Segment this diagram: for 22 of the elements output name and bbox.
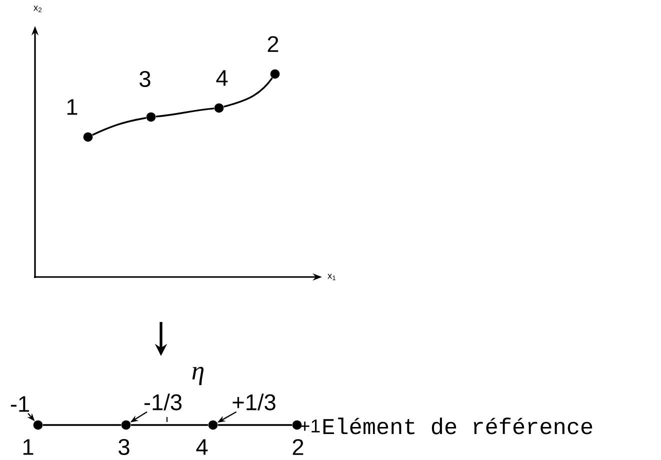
line-segment <box>42 424 122 426</box>
point-label: 1 <box>67 99 78 115</box>
point-label: 4 <box>216 70 228 86</box>
end-value: +1 <box>300 420 320 432</box>
point-label: 2 <box>268 36 278 52</box>
value-label: +1/3 <box>232 394 276 410</box>
axis-label: x$_{1}$ <box>328 274 336 280</box>
point-label: 3 <box>118 438 130 456</box>
point-label: 3 <box>140 70 150 88</box>
curve-segment <box>156 108 214 118</box>
line-segment <box>130 424 208 426</box>
point-label: 2 <box>292 439 304 455</box>
value-label: -1 <box>10 396 29 412</box>
curve-segment <box>224 78 273 108</box>
value-label: -1/3 <box>144 394 182 410</box>
axis-label: η <box>192 366 204 386</box>
curve-segment <box>92 117 146 136</box>
point-label: 1 <box>23 439 34 455</box>
line-segment <box>218 424 292 426</box>
point-label: 4 <box>196 439 208 455</box>
caption: Elément de référence <box>323 418 592 434</box>
axis-label: x$_{2}$ <box>34 6 42 12</box>
